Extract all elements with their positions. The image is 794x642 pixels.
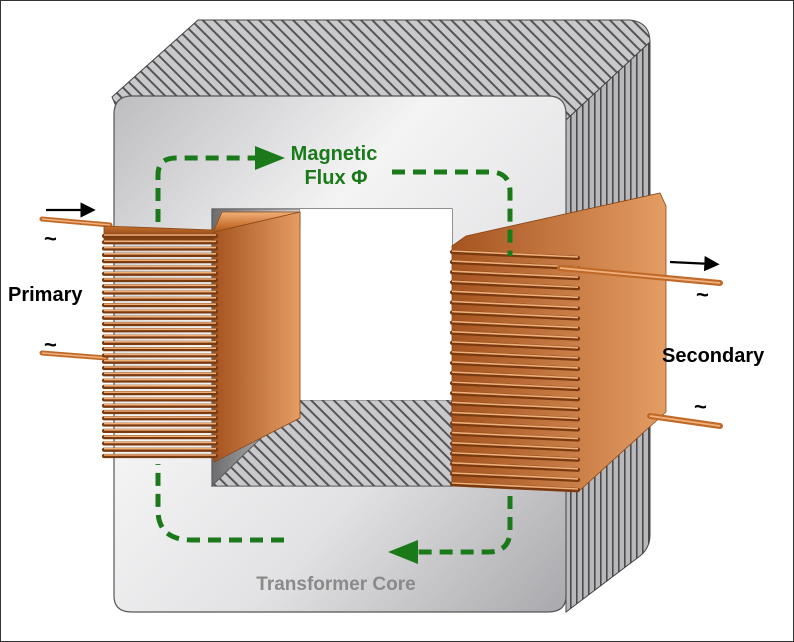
secondary-turn xyxy=(449,421,581,432)
flux-arrowhead-bottom-icon xyxy=(388,540,418,564)
secondary-turn xyxy=(449,330,581,341)
secondary-turn-highlight xyxy=(451,381,579,389)
secondary-windings xyxy=(449,249,581,493)
secondary-turn xyxy=(449,411,581,422)
secondary-turn xyxy=(449,310,581,321)
flux-segment-bottom-right xyxy=(404,496,513,555)
secondary-turn-highlight xyxy=(451,451,579,460)
primary-coil-side xyxy=(213,211,301,463)
secondary-turn-highlight xyxy=(451,431,579,440)
secondary-turn xyxy=(449,471,581,483)
primary-label: Primary xyxy=(8,284,83,306)
secondary-turn xyxy=(449,259,581,271)
secondary-turn xyxy=(449,391,581,402)
secondary-turn-highlight xyxy=(451,330,579,339)
secondary-turn xyxy=(449,340,581,351)
core-label: Transformer Core xyxy=(256,574,415,595)
secondary-ac-symbol-top-icon: ~ xyxy=(696,282,709,307)
secondary-turn xyxy=(449,350,581,361)
secondary-turn xyxy=(449,370,581,382)
secondary-turn xyxy=(449,270,581,281)
primary-coil xyxy=(39,211,301,463)
secondary-turn xyxy=(449,441,581,452)
flux-label-line2: Flux Φ xyxy=(304,167,367,189)
secondary-turn xyxy=(449,481,581,493)
secondary-turn-highlight xyxy=(451,260,579,268)
secondary-turn-highlight xyxy=(451,421,579,430)
secondary-turn-highlight xyxy=(451,250,579,258)
flux-segment-top-left xyxy=(155,155,258,222)
secondary-turn-highlight xyxy=(451,411,579,420)
secondary-turn-highlight xyxy=(451,441,579,450)
secondary-turn-highlight xyxy=(451,300,579,309)
secondary-turn xyxy=(449,249,581,261)
secondary-turn-highlight xyxy=(451,290,579,299)
secondary-turn-highlight xyxy=(451,361,579,369)
secondary-turn-highlight xyxy=(451,462,579,470)
secondary-turn xyxy=(449,280,581,291)
secondary-turn xyxy=(449,401,581,412)
secondary-turn-highlight xyxy=(451,310,579,319)
secondary-turn-highlight xyxy=(451,340,579,349)
secondary-label: Secondary xyxy=(662,345,765,367)
flux-segment-bottom-left xyxy=(155,464,284,543)
flux-path xyxy=(155,155,513,555)
secondary-turn-highlight xyxy=(451,391,579,400)
secondary-turn-highlight xyxy=(451,320,579,329)
secondary-turn xyxy=(449,461,581,472)
secondary-turn-highlight xyxy=(451,472,579,480)
secondary-coil xyxy=(449,192,723,493)
flux-label-line1: Magnetic xyxy=(291,143,378,165)
flux-segment-top-right xyxy=(392,169,513,256)
secondary-turn xyxy=(449,360,581,372)
secondary-turn xyxy=(449,290,581,301)
secondary-ac-symbol-bottom-icon: ~ xyxy=(694,394,707,419)
secondary-turn xyxy=(449,381,581,392)
secondary-turn-highlight xyxy=(451,280,579,289)
primary-windings xyxy=(101,233,219,459)
secondary-turn-highlight xyxy=(451,351,579,359)
secondary-turn xyxy=(449,300,581,311)
flux-arrowhead-top-icon xyxy=(255,146,285,170)
secondary-turn xyxy=(449,451,581,462)
core-window-opening xyxy=(300,209,452,400)
secondary-turn xyxy=(449,431,581,442)
secondary-turn-highlight xyxy=(451,401,579,410)
secondary-current-arrow-icon xyxy=(669,255,720,272)
secondary-turn-highlight xyxy=(451,371,579,379)
primary-ac-symbol-bottom-icon: ~ xyxy=(44,332,57,357)
secondary-turn xyxy=(449,320,581,331)
secondary-turn-highlight xyxy=(451,482,579,490)
primary-ac-symbol-top-icon: ~ xyxy=(44,226,57,251)
secondary-turn-highlight xyxy=(451,270,579,278)
